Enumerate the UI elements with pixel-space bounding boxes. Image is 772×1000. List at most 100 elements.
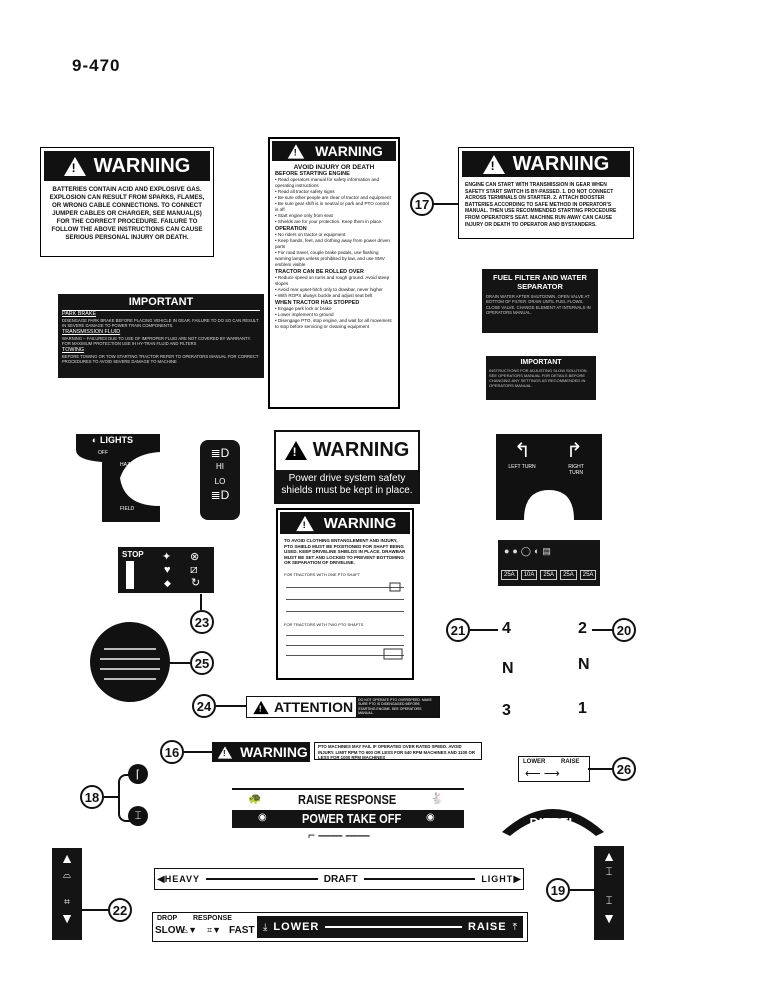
avoid-injury-heading: AVOID INJURY OR DEATH (293, 164, 375, 171)
avoid-injury-item: OPERATION (275, 226, 307, 232)
power-take-off-decal: ◉ POWER TAKE OFF ◉ (232, 810, 464, 828)
lights-option-field: FIELD (120, 506, 135, 512)
draft-light-label: LIGHT (481, 874, 514, 884)
avoid-injury-item: • Be sure other people are clear of trac… (275, 195, 391, 200)
shift-left-bottom: 3 (502, 702, 511, 719)
avoid-injury-item: • Keep hands, feet, and clothing away fr… (275, 238, 390, 249)
raise-label: RAISE (561, 759, 580, 765)
fuse-amp-label: 25A (540, 570, 558, 580)
important-line: TOWING (62, 346, 85, 353)
pto-shield-title: WARNING (312, 438, 410, 461)
avoid-injury-item: • Be sure gear shift is in neutral or pa… (275, 201, 389, 212)
avoid-injury-item: • Disengage PTO, stop engine, and wait f… (275, 318, 392, 329)
engine-start-text: ENGINE CAN START WITH TRANSMISSION IN GE… (465, 182, 617, 228)
left-arrow-icon: ↰ (514, 440, 531, 462)
lights-option-off: OFF (98, 450, 108, 456)
draft-heavy-label: HEAVY (164, 874, 201, 884)
slow-label: SLOW (155, 925, 185, 936)
shift-left-top: 4 (502, 620, 511, 637)
power-take-off-label: POWER TAKE OFF (302, 811, 402, 826)
implement-lowered-icon: ⌶ (605, 895, 613, 907)
avoid-injury-list: • Read operators manual for safety infor… (270, 177, 398, 330)
callout-20: 20 (612, 618, 636, 642)
page-number: 9-470 (72, 56, 121, 75)
pto-shield-warning-decal: WARNING Power drive system safety shield… (274, 430, 420, 504)
warning-triangle-icon (482, 154, 505, 174)
attention-title: ATTENTION (274, 699, 354, 715)
avoid-injury-item: • Shields are for your protection. Keep … (275, 219, 383, 224)
callout-arrow (434, 203, 458, 205)
important-line: WARNING – FAILURES DUE TO USE OF IMPROPE… (62, 335, 251, 347)
pto-rpm-text: PTO MACHINES MAY FAIL IF OPERATED OVER R… (314, 742, 482, 760)
callout-arrow (200, 594, 202, 610)
callout-22: 22 (108, 898, 132, 922)
pto-shield-line2: shields must be kept in place. (281, 485, 413, 496)
important-small-decal: IMPORTANT INSTRUCTIONS FOR ADJUSTING SLO… (486, 356, 596, 400)
left-turn-label: LEFT TURN (508, 464, 536, 470)
callout-21: 21 (446, 618, 470, 642)
stop-fuel-decal: STOP ✦ ⊗ ♥ ⧄ ◆ ↻ (118, 547, 214, 593)
battery-warning-decal: WARNING BATTERIES CONTAIN ACID AND EXPLO… (40, 147, 214, 257)
lights-icon: ◐ (92, 435, 98, 445)
up-arrow-icon: ▲ (602, 848, 616, 864)
diesel-arc: DIESEL (502, 809, 604, 836)
right-turn-label: RIGHT TURN (568, 464, 584, 476)
vertical-lift-decal-left: ▲ ⌓ ⌗ ▼ (52, 848, 82, 940)
slash-icon: ⧄ (190, 562, 198, 576)
avoid-injury-item: • Start engine only from seat (275, 213, 333, 218)
lights-shape (76, 434, 160, 522)
callout-23: 23 (190, 610, 214, 634)
low-beam-icon: ≣D (210, 488, 230, 502)
avoid-injury-item: • Read all tractor safety signs (275, 189, 335, 194)
implement-raised-icon: ⌶ (605, 866, 613, 878)
lower-raise-line (325, 926, 462, 928)
avoid-injury-item: • Reduce speed on turns and rough ground… (275, 275, 390, 286)
shift-right-mid: N (578, 656, 590, 673)
hare-icon: 🐇 (430, 793, 444, 805)
important-line: TRANSMISSION FLUID (62, 328, 121, 335)
drop-lower-label: LOWER (273, 921, 320, 933)
pto-rpm-title: WARNING (240, 744, 308, 760)
battery-warning-text: BATTERIES CONTAIN ACID AND EXPLOSIVE GAS… (49, 186, 205, 241)
lower-raise-arrow-icon: ⟵ ⟶ (525, 768, 560, 780)
important-line: PARK BRAKE (62, 311, 97, 317)
lights-title: LIGHTS (99, 435, 133, 445)
fuel-filter-decal: FUEL FILTER AND WATER SEPARATOR DRAIN WA… (482, 269, 598, 333)
diesel-decal: DIESEL (498, 792, 608, 838)
turn-signal-decal: ↰ ↱ LEFT TURN RIGHT TURN (494, 432, 604, 522)
callout-17: 17 (410, 192, 434, 216)
lower-label: LOWER (523, 759, 546, 765)
shift-left-mid: N (502, 660, 514, 677)
high-beam-icon: ≣D (210, 446, 230, 460)
pto-speed-warning-decal: WARNING TO AVOID CLOTHING ENTANGLEMENT A… (276, 508, 414, 680)
fuel-filter-text: DRAIN WATER AFTER SHUTDOWN. OPEN VALVE A… (486, 294, 591, 316)
callout-arrow (592, 629, 614, 631)
fuse-amp-label: 25A (579, 570, 597, 580)
warning-triangle-icon (63, 156, 86, 176)
callout-arrow (82, 909, 108, 911)
gauge-grid (100, 648, 160, 680)
draft-line (363, 878, 476, 880)
avoid-injury-item: • Engage park lock or brake (275, 306, 332, 311)
callout-18: 18 (80, 785, 104, 809)
lights-option-road: ROAD (129, 484, 144, 490)
lights-decal: ◐ LIGHTS OFF HAZARD ROAD FIELD (72, 432, 164, 524)
warning-triangle-icon (287, 143, 305, 159)
left-arrowhead-icon: ◀ (157, 873, 165, 885)
warning-triangle-icon (253, 700, 269, 714)
fuse-amp-label: 25A (501, 570, 518, 580)
tortoise-icon: ⌓ (63, 870, 71, 881)
diamond-icon: ◆ (164, 578, 171, 588)
avoid-injury-item: WHEN TRACTOR HAS STOPPED (275, 300, 360, 306)
pto-off-icon: ◉ (258, 812, 267, 823)
draft-label: DRAFT (323, 873, 358, 885)
callout-arrow (104, 796, 118, 798)
avoid-injury-title: WARNING (315, 143, 383, 159)
callout-19: 19 (546, 878, 570, 902)
vertical-lift-decal-right: ▲ ⌶ ⌶ ▼ (594, 846, 624, 940)
callout-16: 16 (160, 740, 184, 764)
hare-icon: ⌗▼ (207, 925, 221, 935)
drop-response-decal: DROP RESPONSE SLOW ⌓▼ ⌗▼ FAST ⤓ LOWER RA… (152, 912, 528, 942)
